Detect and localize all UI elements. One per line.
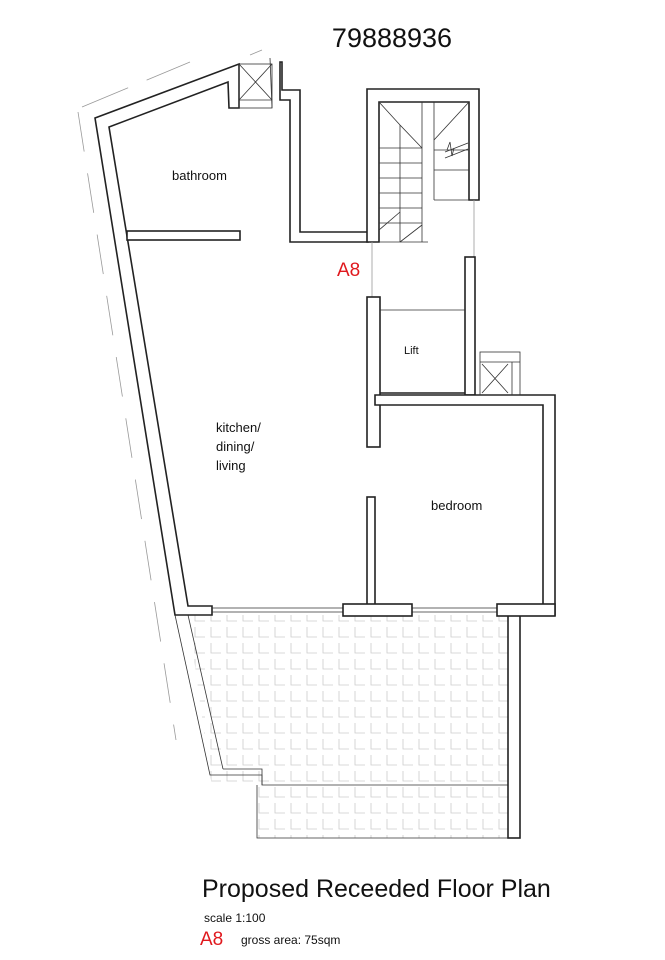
room-label-lift: Lift [404, 345, 419, 357]
room-label-living: living [216, 458, 246, 473]
reference-number: 79888936 [332, 23, 452, 53]
gross-area: gross area: 75sqm [241, 933, 340, 947]
terrace [174, 614, 521, 839]
plan-scale: scale 1:100 [204, 911, 266, 925]
room-label-dining: dining/ [216, 439, 255, 454]
footer-unit: A8 [200, 929, 223, 950]
site-boundary [77, 49, 263, 741]
unit-marker: A8 [337, 260, 360, 281]
plan-title: Proposed Receeded Floor Plan [202, 875, 551, 903]
room-label-bedroom: bedroom [431, 498, 482, 513]
room-label-bathroom: bathroom [172, 168, 227, 183]
staircase [378, 101, 470, 243]
room-label-kitchen: kitchen/ [216, 420, 261, 435]
walls [94, 57, 556, 617]
